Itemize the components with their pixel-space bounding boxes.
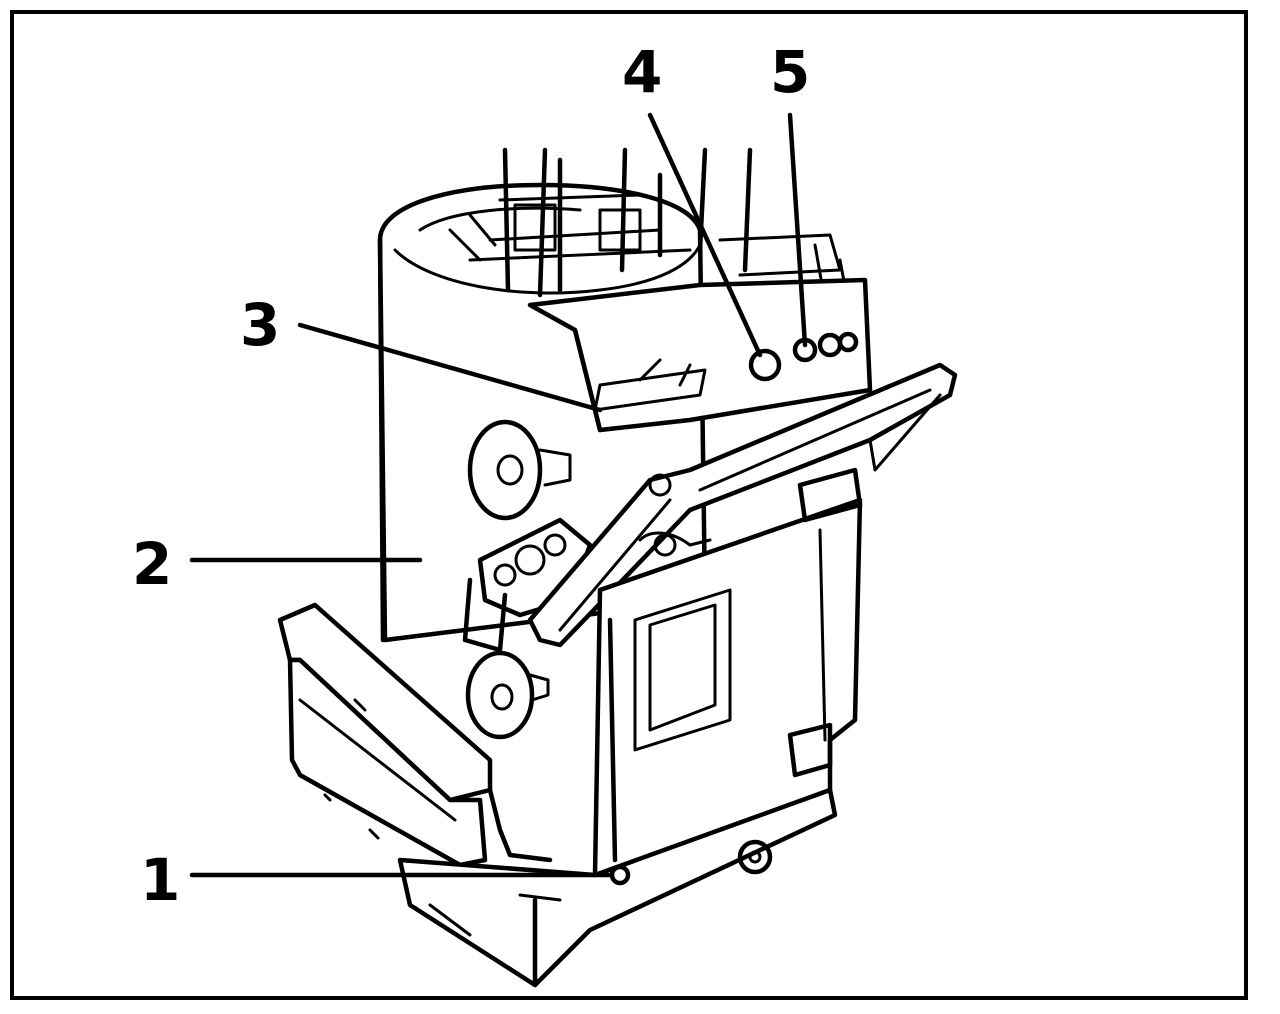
leader-lines — [189, 112, 808, 878]
leader-line-5 — [787, 112, 808, 348]
callout-3: 3 — [240, 291, 280, 359]
upper-reel — [467, 419, 572, 521]
callout-1: 1 — [140, 846, 180, 914]
machine-base — [397, 787, 838, 988]
callout-5: 5 — [770, 38, 810, 106]
left-drawer — [277, 602, 553, 868]
lower-reel — [465, 650, 550, 740]
callout-2: 2 — [132, 530, 172, 598]
callout-4: 4 — [622, 38, 662, 106]
leader-line-4 — [647, 112, 763, 358]
swing-arm — [527, 362, 958, 648]
control-box — [527, 277, 873, 433]
figure-frame — [10, 10, 1248, 1000]
leader-line-3 — [297, 322, 603, 413]
